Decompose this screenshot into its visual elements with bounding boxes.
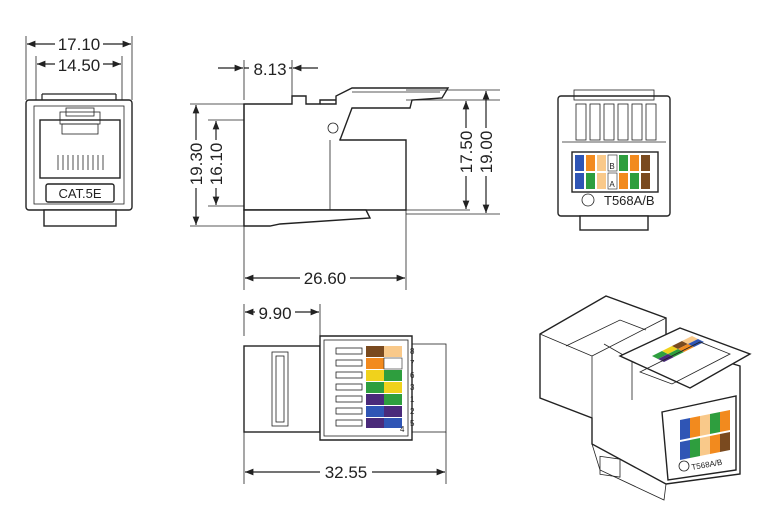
rear-wiring-label: T568A/B: [604, 193, 655, 208]
dim-rear-overall-height: 19.00: [477, 131, 496, 174]
rear-idc-slots: [562, 103, 666, 143]
dim-side-top-offset: 8.13: [253, 60, 286, 79]
isometric-view: T568A/B: [539, 295, 752, 501]
rear-wire-colors: [575, 154, 650, 190]
pin-1: 1: [410, 395, 415, 404]
dim-top-offset: 9.90: [258, 304, 291, 323]
dim-top-length: 32.55: [325, 463, 368, 482]
iso-top-block: [618, 327, 752, 389]
dim-front-overall-width: 17.10: [58, 35, 101, 54]
brand-logo-icon: [581, 193, 595, 207]
dim-rear-inner-height: 17.50: [457, 131, 476, 174]
wire-letter-b: B: [609, 162, 614, 171]
top-front-block: [243, 345, 321, 433]
jack-opening: [39, 119, 121, 179]
pin-8: 8: [410, 347, 415, 356]
rear-bottom-lip: [579, 215, 649, 231]
front-view: 17.10 14.50 CAT.5E: [25, 34, 133, 227]
rear-view: B A T568A/B: [557, 89, 671, 231]
pin-6: 6: [410, 371, 415, 380]
dim-side-length: 26.60: [304, 269, 347, 288]
pin-3: 3: [410, 383, 415, 392]
pin-2: 2: [410, 407, 415, 416]
top-wire-colors: [366, 346, 403, 428]
side-view: 8.13 19.30 16.10 17.50 19.00: [186, 59, 500, 290]
wire-letter-a: A: [609, 180, 615, 189]
dim-side-overall-height: 19.30: [187, 143, 206, 186]
top-idc-contacts: [335, 347, 363, 427]
front-contacts: [57, 155, 104, 170]
top-view: 9.90 8: [243, 303, 447, 484]
iso-front-wire-colors: [680, 410, 730, 460]
side-body: [243, 95, 407, 211]
side-bottom-clip: [243, 209, 372, 227]
pin-4: 4: [400, 425, 405, 434]
pin-5: 5: [410, 419, 415, 428]
front-bottom-lip: [43, 209, 117, 227]
cat5e-badge: [45, 183, 115, 203]
iso-brand-logo-icon: [678, 460, 690, 472]
dim-side-inner-height: 16.10: [207, 143, 226, 186]
side-latch: [320, 87, 450, 141]
pin-7: 7: [410, 359, 415, 368]
cat5e-label: CAT.5E: [58, 186, 101, 201]
iso-top-wire-colors: [652, 336, 704, 362]
dim-front-inner-width: 14.50: [58, 56, 101, 75]
